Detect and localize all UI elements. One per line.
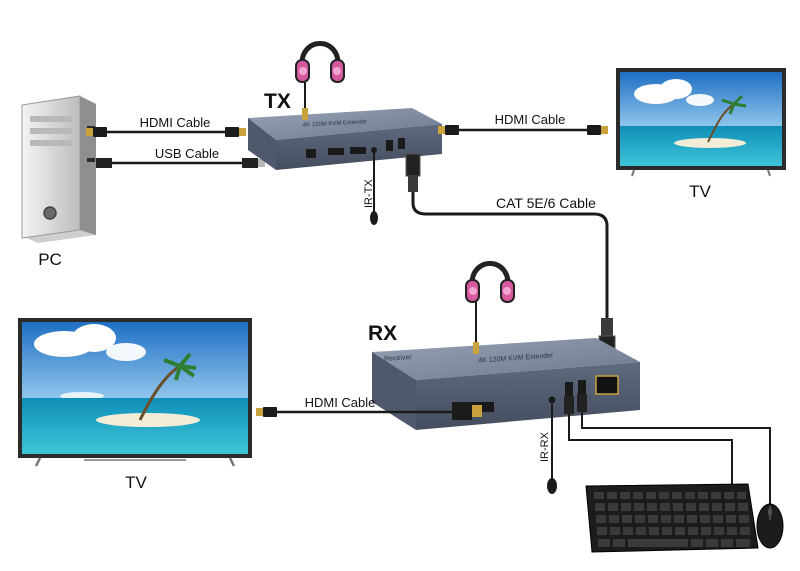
ir-tx-sensor-icon: [370, 152, 378, 225]
cat-cable: [405, 153, 616, 361]
ir-tx-label: IR-TX: [363, 179, 375, 208]
cat-cable-label: CAT 5E/6 Cable: [496, 195, 596, 211]
rx-label: RX: [368, 322, 397, 345]
tv-top-label: TV: [689, 182, 711, 201]
tx-headphones-icon: [296, 44, 344, 120]
tx-device: 4K 120M KVM Extender: [248, 108, 442, 170]
rx-tv-hdmi-cable-label: HDMI Cable: [305, 395, 376, 410]
keyboard-icon: [585, 483, 759, 553]
rx-device: 4K 120M KVM Extender Receiver: [372, 338, 640, 430]
tv-top: [616, 68, 786, 177]
tv-bottom-label: TV: [125, 473, 147, 492]
pc-usb-cable: [96, 158, 265, 168]
tx-device-text: 4K 120M KVM Extender: [303, 119, 368, 128]
tx-tv-hdmi-cable: [438, 125, 608, 135]
rx-usb-cables: [564, 394, 771, 506]
tx-tv-hdmi-cable-label: HDMI Cable: [495, 112, 566, 127]
tv-bottom: [18, 318, 252, 467]
tx-label: TX: [264, 90, 291, 113]
ir-rx-label: IR-RX: [539, 431, 551, 462]
rx-side-text: Receiver: [384, 354, 413, 363]
pc-label: PC: [38, 250, 62, 269]
rx-headphones-icon: [466, 264, 514, 354]
pc-hdmi-cable-label: HDMI Cable: [140, 115, 211, 130]
pc-tower: [21, 95, 96, 243]
rx-tv-hdmi-cable: [256, 402, 482, 420]
pc-hdmi-cable: [86, 127, 246, 137]
pc-usb-cable-label: USB Cable: [155, 146, 219, 161]
mouse-icon: [756, 503, 784, 549]
ir-rx-sensor-icon: [547, 404, 557, 494]
